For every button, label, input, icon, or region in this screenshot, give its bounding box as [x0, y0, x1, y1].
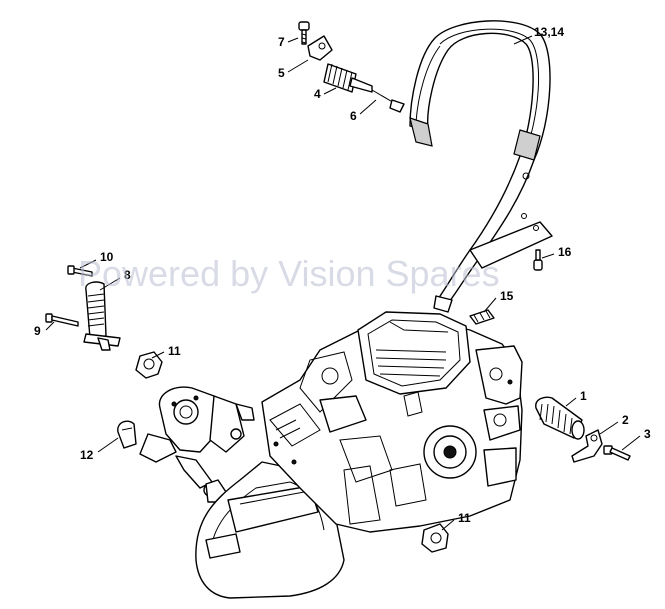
screw-15[interactable]	[469, 309, 495, 325]
chainsaw-housing	[195, 311, 523, 599]
screw-10[interactable]	[67, 265, 93, 277]
buffer-11-upper[interactable]	[135, 351, 163, 379]
callout-16: 16	[558, 245, 572, 259]
callout-10: 10	[100, 250, 114, 264]
screw-16[interactable]	[533, 249, 543, 271]
callout-1: 1	[580, 389, 587, 403]
callout-6: 6	[350, 109, 357, 123]
watermark: Powered by Vision Spares	[78, 253, 500, 294]
callout-12: 12	[80, 448, 94, 462]
screw-7[interactable]	[298, 21, 310, 45]
front-handle-bar[interactable]	[409, 20, 553, 313]
leader-lines	[45, 35, 641, 531]
callout-9: 9	[34, 324, 41, 338]
callout-2: 2	[622, 413, 629, 427]
spring-1[interactable]	[535, 396, 585, 440]
buffer-11-lower[interactable]	[421, 523, 449, 553]
screw-9[interactable]	[45, 313, 79, 327]
spring-4[interactable]	[323, 63, 373, 93]
callout-11-upper: 11	[168, 344, 181, 358]
callout-8: 8	[124, 268, 131, 282]
bracket-2[interactable]	[571, 429, 603, 463]
carburetor-flange	[139, 386, 255, 497]
callout-11-lower: 11	[458, 511, 471, 525]
screw-3[interactable]	[603, 445, 631, 461]
callout-3: 3	[644, 427, 651, 441]
bracket-5[interactable]	[307, 35, 333, 61]
callout-4: 4	[314, 87, 321, 101]
callout-5: 5	[278, 66, 285, 80]
clip-12[interactable]	[117, 420, 137, 449]
callout-7: 7	[278, 35, 285, 49]
bolt-6[interactable]	[371, 89, 405, 113]
callout-13-14: 13,14	[534, 25, 564, 39]
spring-8[interactable]	[83, 281, 121, 351]
callout-15: 15	[500, 289, 514, 303]
